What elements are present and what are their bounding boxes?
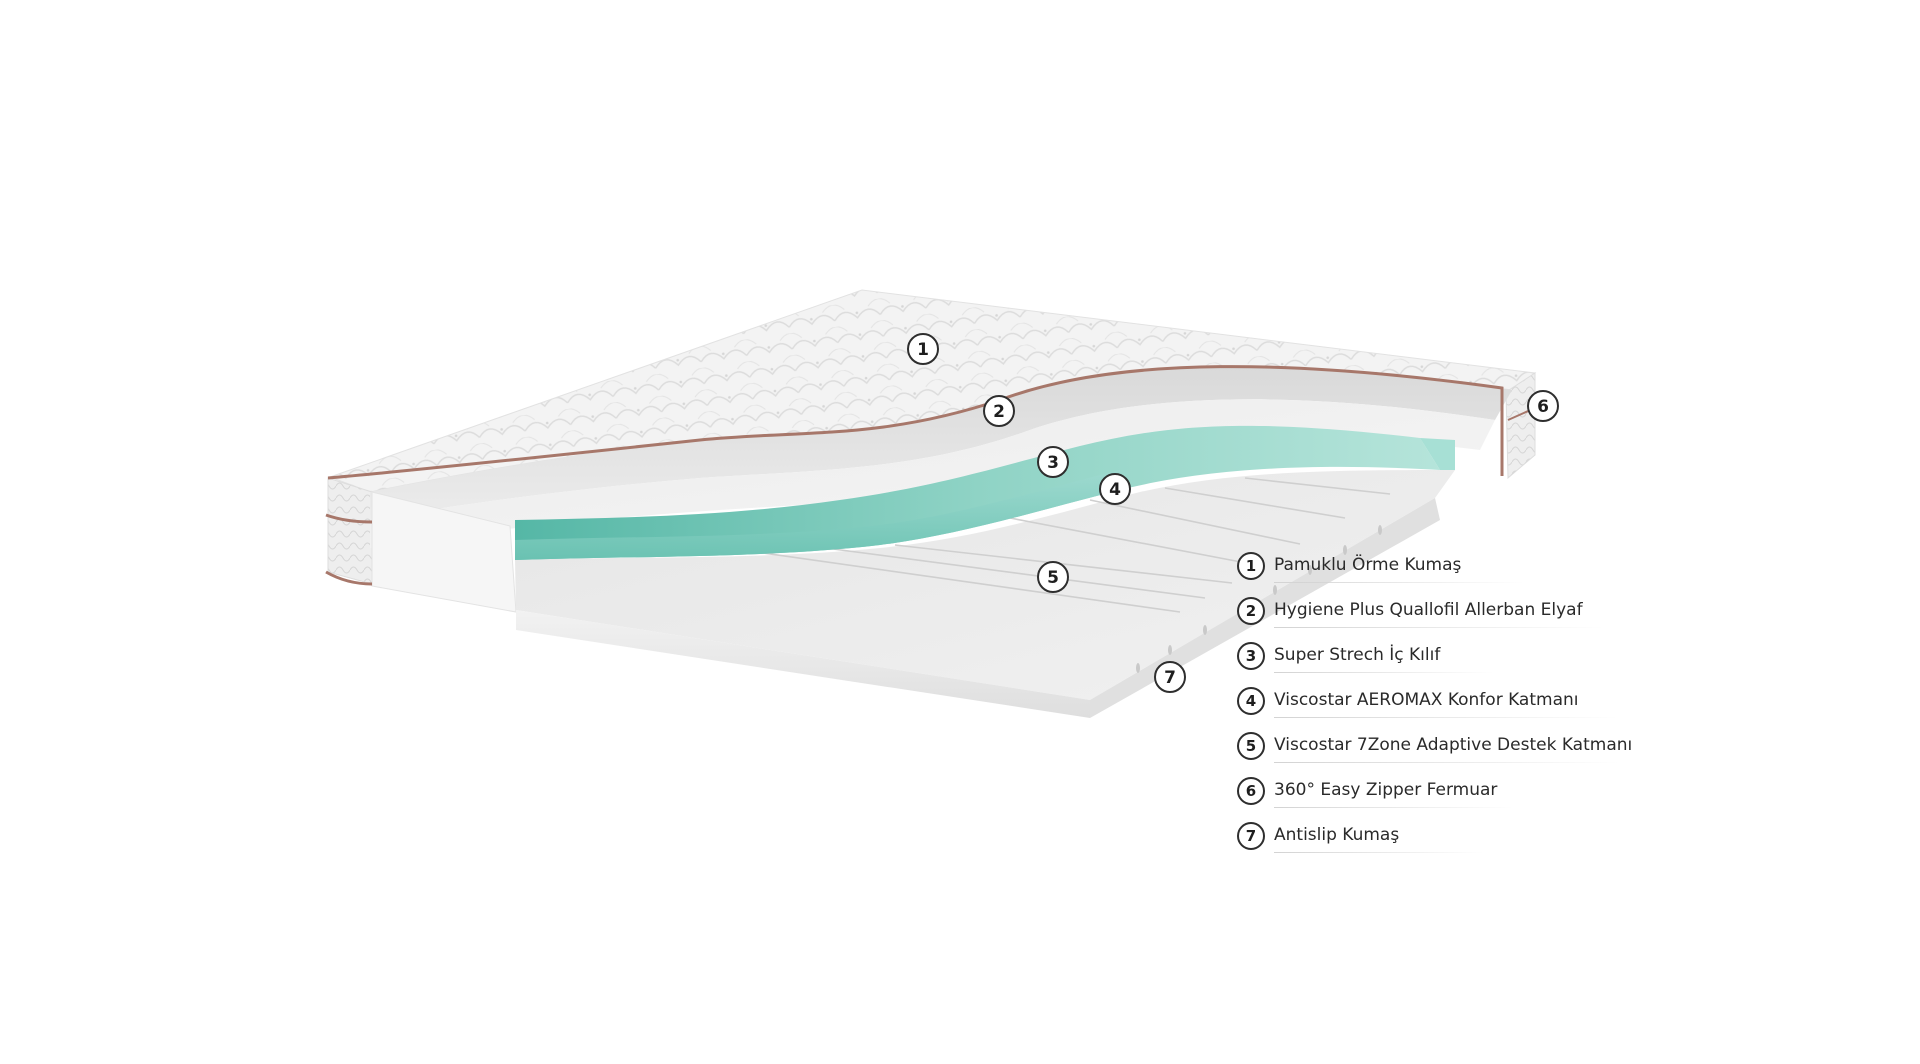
legend-item: 6 360° Easy Zipper Fermuar	[1237, 773, 1657, 818]
callout-4: 4	[1099, 473, 1131, 505]
legend-divider	[1274, 852, 1484, 853]
zipper-seam	[327, 365, 1504, 480]
svg-text:7: 7	[1164, 668, 1176, 688]
callout-3: 3	[1037, 446, 1069, 478]
comfort-layer-edge	[515, 470, 1120, 560]
legend-item: 2 Hygiene Plus Quallofil Allerban Elyaf	[1237, 593, 1657, 638]
legend-divider	[1274, 762, 1619, 763]
legend-number: 7	[1237, 822, 1265, 850]
legend-item: 1 Pamuklu Örme Kumaş	[1237, 548, 1657, 593]
legend-label: 360° Easy Zipper Fermuar	[1274, 780, 1498, 800]
svg-text:2: 2	[993, 402, 1005, 422]
comfort-layer-top	[515, 425, 1440, 560]
legend-item: 7 Antislip Kumaş	[1237, 818, 1657, 863]
legend-label: Pamuklu Örme Kumaş	[1274, 555, 1462, 575]
svg-text:1: 1	[917, 340, 929, 360]
comfort-layer-right-cut	[1420, 438, 1455, 470]
legend-number: 3	[1237, 642, 1265, 670]
legend-label: Hygiene Plus Quallofil Allerban Elyaf	[1274, 600, 1583, 620]
legend-divider	[1274, 582, 1524, 583]
legend-number: 6	[1237, 777, 1265, 805]
callout-2: 2	[983, 395, 1015, 427]
legend-item: 5 Viscostar 7Zone Adaptive Destek Katman…	[1237, 728, 1657, 773]
layers-legend: 1 Pamuklu Örme Kumaş 2 Hygiene Plus Qual…	[1237, 548, 1657, 863]
svg-text:3: 3	[1047, 453, 1059, 473]
callout-6: 6	[1527, 390, 1559, 422]
legend-item: 3 Super Strech İç Kılıf	[1237, 638, 1657, 683]
knit-fabric-left-edge	[327, 477, 373, 585]
svg-text:6: 6	[1537, 397, 1549, 417]
svg-text:4: 4	[1109, 480, 1121, 500]
legend-label: Antislip Kumaş	[1274, 825, 1400, 845]
legend-divider	[1274, 717, 1619, 718]
legend-label: Viscostar AEROMAX Konfor Katmanı	[1274, 690, 1579, 710]
support-foam-front	[516, 610, 1090, 718]
zone-grooves	[741, 477, 1391, 613]
legend-number: 2	[1237, 597, 1265, 625]
legend-label: Viscostar 7Zone Adaptive Destek Katmanı	[1274, 735, 1633, 755]
callout-1: 1	[907, 333, 939, 365]
callout-7: 7	[1154, 661, 1186, 693]
legend-divider	[1274, 672, 1494, 673]
legend-number: 1	[1237, 552, 1265, 580]
legend-divider	[1274, 627, 1604, 628]
callout-5: 5	[1037, 561, 1069, 593]
knit-fabric-right-edge	[1505, 372, 1536, 480]
legend-item: 4 Viscostar AEROMAX Konfor Katmanı	[1237, 683, 1657, 728]
svg-text:5: 5	[1047, 568, 1059, 588]
zipper-left-end	[325, 513, 373, 586]
fiber-layer	[370, 366, 1512, 520]
legend-divider	[1274, 807, 1514, 808]
legend-number: 5	[1237, 732, 1265, 760]
legend-label: Super Strech İç Kılıf	[1274, 645, 1441, 665]
legend-number: 4	[1237, 687, 1265, 715]
